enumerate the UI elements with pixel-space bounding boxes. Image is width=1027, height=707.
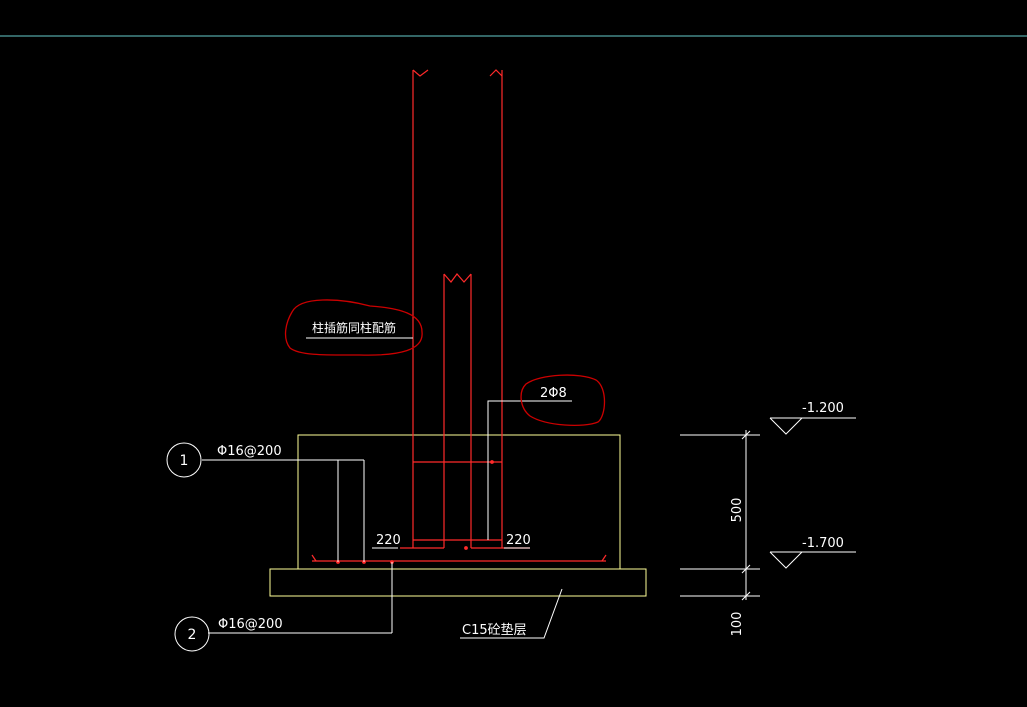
cushion-note: C15砼垫层: [462, 622, 527, 638]
right-dim-label: 220: [506, 533, 531, 548]
tick-mid: [741, 564, 751, 574]
footing-block: [297, 434, 621, 570]
stirrup-note-cloud: [520, 374, 606, 426]
column-rebars: [311, 69, 607, 564]
marker-1: 1: [166, 442, 202, 478]
column-note-cloud: [284, 299, 423, 356]
marker-1-label: 1: [180, 453, 189, 469]
cushion-layer: [269, 568, 647, 597]
bottom-rebar-hook-right: [601, 554, 607, 562]
tick-bottom: [741, 591, 751, 601]
column-note: 柱插筋同柱配筋: [312, 320, 396, 335]
left-dim-label: 220: [376, 533, 401, 548]
elev-bottom-triangle: [769, 551, 803, 569]
tick-top: [741, 430, 751, 440]
cushion-height-dim: 100: [730, 612, 745, 637]
markup-clouds: [284, 299, 606, 426]
marker-2: 2: [174, 616, 210, 652]
bar-dot: [464, 546, 468, 550]
elevation-bottom: -1.700: [802, 536, 844, 551]
marker-2-label: 2: [188, 627, 197, 643]
column-break-right: [489, 69, 503, 77]
elev-top-triangle: [769, 417, 803, 435]
elevation-dimension: [680, 417, 856, 601]
stirrup-note-leader: [487, 400, 572, 540]
bar-dot: [490, 460, 494, 464]
column-break-left: [412, 69, 429, 77]
footing-outline: [269, 434, 647, 597]
bar1-spec: Φ16@200: [217, 444, 282, 459]
bottom-rebar-hook-left: [311, 554, 317, 562]
stirrup-note: 2Φ8: [540, 386, 567, 401]
bar2-spec: Φ16@200: [218, 617, 283, 632]
footing-height-dim: 500: [730, 498, 745, 523]
inner-break: [443, 273, 472, 283]
leader-lines: [202, 337, 572, 639]
elevation-top: -1.200: [802, 401, 844, 416]
cushion-note-leader: [460, 588, 563, 639]
